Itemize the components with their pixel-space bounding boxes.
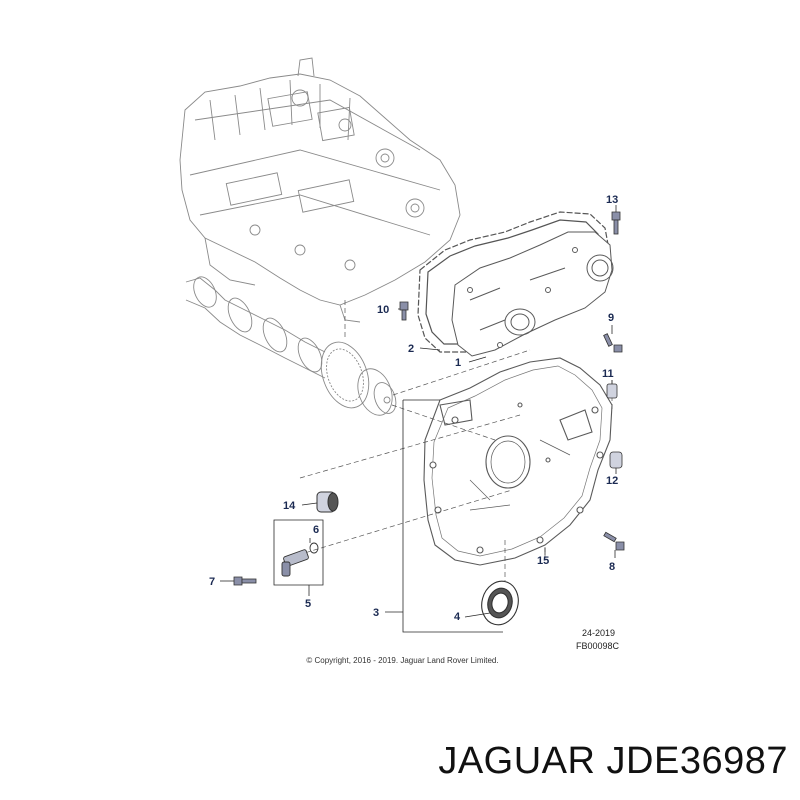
plug-14: [316, 491, 339, 513]
crank-seal: [481, 580, 519, 626]
sensor-5: [281, 542, 319, 577]
crankshaft: [185, 276, 397, 416]
bolt-10: [399, 301, 409, 321]
callout-2: 2: [408, 343, 415, 355]
callout-7: 7: [209, 576, 216, 588]
dowel-12: [609, 451, 623, 469]
inner-timing-cover: [451, 231, 614, 357]
callout-3: 3: [373, 607, 380, 619]
part-number: JDE36987: [606, 740, 788, 782]
assembly-lines: [297, 300, 613, 582]
leader-lines: [220, 205, 617, 633]
callout-6: 6: [313, 524, 320, 536]
callout-9: 9: [608, 312, 615, 324]
front-cover: [423, 357, 613, 566]
callout-12: 12: [606, 475, 619, 487]
callout-11: 11: [602, 368, 614, 380]
figure-code: FB00098C: [576, 641, 620, 651]
callout-1: 1: [455, 357, 462, 369]
bolt-7: [233, 576, 257, 586]
copyright-notice: © Copyright, 2016 - 2019. Jaguar Land Ro…: [306, 656, 499, 665]
callout-13: 13: [606, 194, 619, 206]
bolt-8: [603, 531, 625, 551]
bolt-13: [611, 211, 621, 235]
brand-name: JAGUAR: [438, 740, 596, 782]
dowel-11: [606, 383, 618, 399]
bolt-9: [603, 333, 623, 353]
callout-10: 10: [377, 304, 390, 316]
callout-14: 14: [283, 500, 296, 512]
part-caption: JAGUAR JDE36987: [438, 740, 788, 783]
engine-block: [179, 57, 461, 323]
callout-8: 8: [609, 561, 616, 573]
date-code: 24-2019: [582, 628, 616, 638]
callout-5: 5: [305, 598, 312, 610]
callout-4: 4: [454, 611, 461, 623]
callout-15: 15: [537, 555, 550, 567]
